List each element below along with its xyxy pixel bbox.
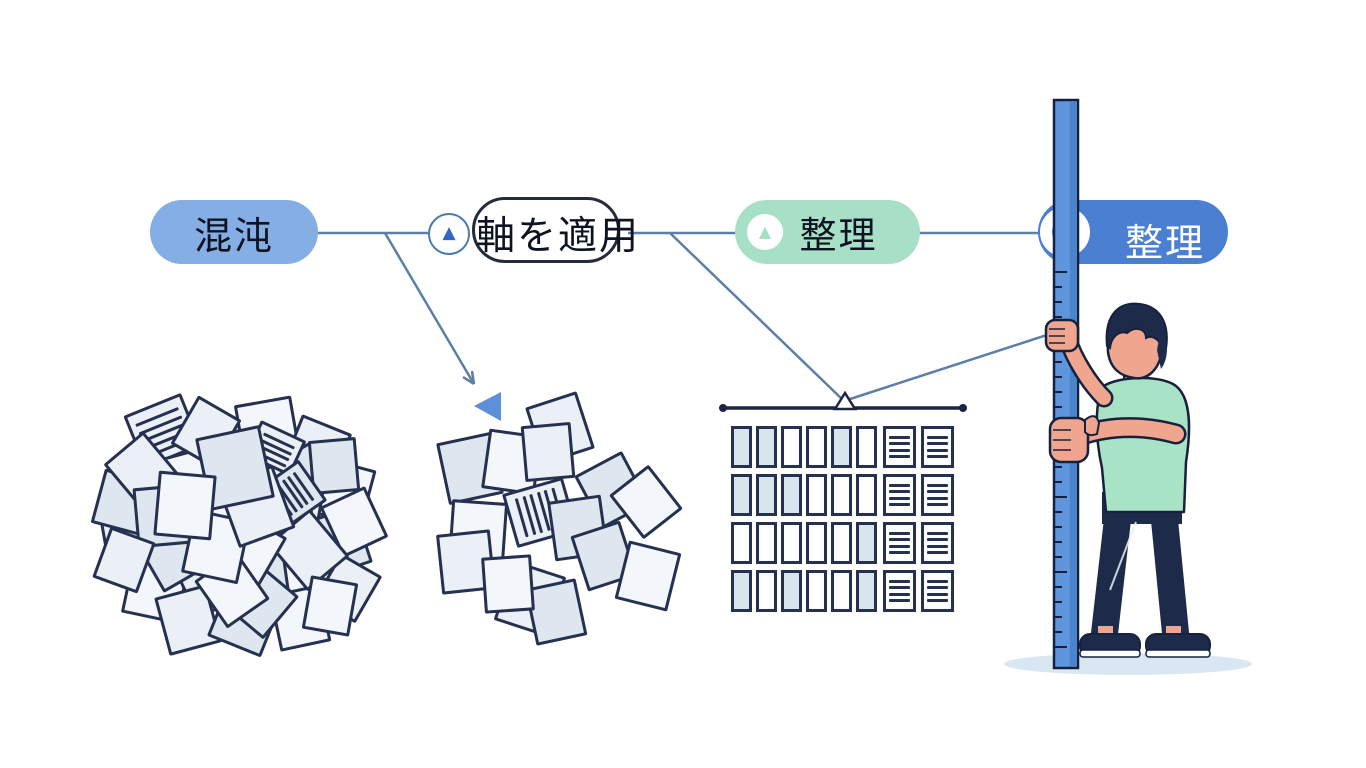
grid-card bbox=[756, 522, 777, 564]
grid-card bbox=[756, 474, 777, 516]
grid-card bbox=[856, 426, 877, 468]
grid-card bbox=[856, 522, 877, 564]
grid-doc-card bbox=[883, 570, 916, 612]
grid-card bbox=[731, 426, 752, 468]
grid-card bbox=[731, 522, 752, 564]
grid-doc-card bbox=[883, 474, 916, 516]
grid-card bbox=[781, 474, 802, 516]
grid-card bbox=[756, 426, 777, 468]
grid-card bbox=[856, 570, 877, 612]
grid-card bbox=[831, 474, 852, 516]
grid-card bbox=[731, 570, 752, 612]
node-organize-1[interactable]: ▲ 整理 bbox=[735, 200, 920, 264]
ring-icon bbox=[1040, 207, 1090, 257]
node-apply-axis-label: 軸を適用 bbox=[476, 214, 641, 259]
grid-doc-card bbox=[883, 426, 916, 468]
grid-card bbox=[806, 570, 827, 612]
grid-card bbox=[831, 426, 852, 468]
grid-card bbox=[806, 522, 827, 564]
node-organize-2-label: 整理 bbox=[1124, 221, 1205, 265]
grid-card bbox=[756, 570, 777, 612]
node-organize-1-label: 整理 bbox=[799, 214, 878, 257]
grid-card bbox=[806, 474, 827, 516]
grid-doc-card bbox=[921, 474, 954, 516]
triangle-up-circle-icon: ▲ bbox=[428, 213, 470, 255]
grid-doc-card bbox=[921, 426, 954, 468]
grid-card bbox=[781, 522, 802, 564]
grid-doc-card bbox=[921, 570, 954, 612]
grid-card bbox=[806, 426, 827, 468]
grid-card bbox=[781, 426, 802, 468]
organized-grid bbox=[723, 424, 963, 616]
triangle-up-circle-icon: ▲ bbox=[747, 214, 783, 250]
grid-doc-card bbox=[921, 522, 954, 564]
grid-doc-card bbox=[883, 522, 916, 564]
grid-card bbox=[781, 570, 802, 612]
grid-card bbox=[831, 570, 852, 612]
node-apply-axis[interactable] bbox=[472, 197, 620, 263]
grid-card bbox=[856, 474, 877, 516]
node-organize-2[interactable]: 整理 bbox=[1038, 200, 1228, 265]
node-chaos-label: 混沌 bbox=[193, 213, 274, 258]
grid-card bbox=[831, 522, 852, 564]
node-chaos[interactable]: 混沌 bbox=[150, 200, 318, 264]
grid-card bbox=[731, 474, 752, 516]
